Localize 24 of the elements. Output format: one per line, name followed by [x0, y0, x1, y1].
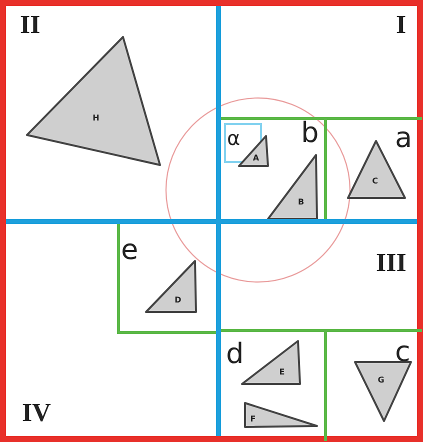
triangle-letter: B: [298, 198, 304, 206]
quadrant-numeral: II: [20, 10, 40, 40]
triangle-shape: [353, 360, 413, 423]
subdivision-letter: d: [226, 337, 244, 370]
triangle-shape: [144, 259, 198, 314]
triangle-letter: H: [92, 114, 100, 122]
triangle-letter: D: [174, 296, 182, 304]
subdivision-letter: b: [301, 116, 319, 149]
subdivision-letter: e: [121, 233, 138, 266]
triangle-letter: C: [372, 176, 378, 186]
triangle-letter: F: [250, 414, 256, 424]
quadrant-numeral: III: [376, 248, 406, 278]
subdivision-letter: α: [227, 126, 240, 150]
quadrant-numeral: IV: [22, 398, 51, 428]
triangle-shape: [266, 153, 319, 221]
subdivision-letter: c: [395, 335, 410, 368]
subdivision-letter: a: [395, 121, 412, 154]
triangle-letter: A: [252, 154, 260, 162]
triangle-shape: [25, 35, 162, 167]
triangle-shape: [243, 401, 319, 429]
quadrant-numeral: I: [396, 10, 406, 40]
triangle-letter: E: [279, 368, 285, 376]
triangle-shape: [240, 339, 302, 386]
triangle-letter: G: [378, 376, 384, 384]
